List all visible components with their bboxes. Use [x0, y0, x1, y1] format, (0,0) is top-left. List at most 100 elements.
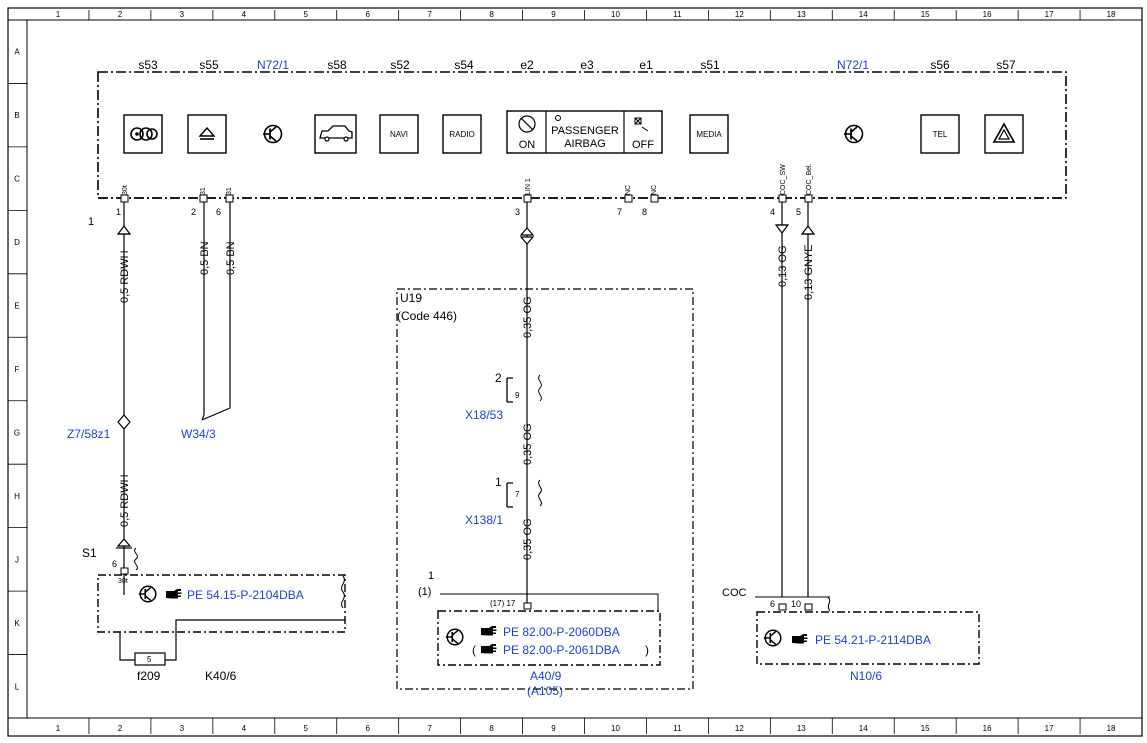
- coc-pin-6: 6: [770, 599, 775, 609]
- grid-row-label: K: [14, 619, 20, 628]
- pin-label-31b: 31: [226, 187, 233, 195]
- connector-x18-53: 2 9 X18/53: [465, 371, 542, 422]
- grid-col-label: 13: [797, 724, 806, 733]
- eject-icon: [198, 126, 216, 137]
- grid-row-label: D: [14, 238, 20, 247]
- f209-label: f209: [137, 669, 161, 683]
- label-e3: e3: [580, 58, 594, 72]
- pin-label-31a: 31: [200, 187, 207, 195]
- s1-pin: 6: [112, 559, 117, 569]
- hazard-button: [984, 114, 1024, 154]
- grid-col-label: 2: [118, 724, 123, 733]
- wire-label-og-2: 0,35 OG: [522, 423, 534, 465]
- grid-col-label: 13: [797, 10, 806, 19]
- grid-col-label: 5: [304, 724, 309, 733]
- connector-mark: 1: [88, 216, 94, 228]
- grid-row-label: B: [14, 111, 19, 120]
- a40-9-module: 1 (1) (17) 17 PE 82.00-P-2060DBA ( PE 82…: [418, 570, 661, 698]
- u19-box: U19 (Code 446): [396, 288, 694, 690]
- grid-col-label: 16: [983, 10, 992, 19]
- connector-symbols: [116, 224, 816, 549]
- pin-number-8: 8: [642, 207, 647, 217]
- pin-number-1: 1: [116, 207, 121, 217]
- wire-label-og-3: 0,35 OG: [522, 518, 534, 560]
- grid-col-label: 11: [673, 10, 682, 19]
- grid-col-label: 4: [242, 724, 247, 733]
- pin-number-4: 4: [770, 207, 775, 217]
- grid-col-label: 17: [1045, 724, 1054, 733]
- x138-pin: 7: [515, 490, 520, 499]
- x138-1-label: X138/1: [465, 513, 503, 527]
- grid-col-label: 10: [611, 724, 620, 733]
- grid-row-label: H: [14, 492, 20, 501]
- k40-6-module: S1 6 30t PE 54.15-P-2104DBA 5 f209 K40/6: [82, 546, 346, 683]
- reference-pointer-icon: [481, 644, 497, 654]
- tel-button: TEL: [920, 114, 960, 154]
- car-icon: [319, 125, 353, 139]
- indicator-lamp-icon: [555, 115, 561, 121]
- connector-x138-1: 1 7 X138/1: [465, 475, 542, 527]
- pin-number-7: 7: [617, 207, 622, 217]
- cd-button: [123, 114, 163, 154]
- label-s53: s53: [138, 58, 158, 72]
- radio-label: RADIO: [449, 130, 474, 139]
- grid-col-label: 14: [859, 10, 868, 19]
- a40-pin: (17) 17: [490, 599, 516, 608]
- airbag-off-icon: [634, 117, 649, 132]
- label-s58: s58: [327, 58, 347, 72]
- pin-number-2: 2: [191, 207, 196, 217]
- grid-col-label: 10: [611, 10, 620, 19]
- wire-label-bn-2: 0,5 BN: [225, 241, 237, 275]
- z7-58z1-label: Z7/58z1: [67, 427, 111, 441]
- label-s57: s57: [996, 58, 1016, 72]
- transistor-icon: [843, 124, 864, 144]
- grid-row-label: E: [14, 302, 19, 311]
- label-n72-1-right: N72/1: [837, 58, 869, 72]
- a40-ref-2: PE 82.00-P-2061DBA: [503, 643, 620, 657]
- airbag-on-label: ON: [519, 139, 536, 151]
- label-e1: e1: [639, 58, 653, 72]
- grid-col-label: 11: [673, 724, 682, 733]
- wire-lines: [123, 202, 809, 605]
- grid-row-label: C: [14, 175, 20, 184]
- x18-53-label: X18/53: [465, 408, 503, 422]
- label-n72-1-left: N72/1: [257, 58, 289, 72]
- navi-button: NAVI: [379, 114, 419, 154]
- control-panel-n72-1: s53 s55 N72/1 s58 s52 s54 e2 e3 e1 s51 N…: [88, 58, 1067, 228]
- transistor-icon: [763, 629, 782, 647]
- label-s51: s51: [700, 58, 720, 72]
- transistor-icon: [138, 585, 157, 603]
- n10-6-module: COC 6 10 PE 54.21-P-2114DBA N10/6: [722, 587, 980, 683]
- grid-col-label: 18: [1107, 10, 1116, 19]
- grid-col-label: 14: [859, 724, 868, 733]
- pin-markers: [120, 194, 813, 203]
- wire-label-og-013: 0,13 OG: [777, 245, 789, 287]
- fuse-number: 5: [147, 655, 152, 664]
- wire-label-rdwh-2: 0,5 RDWH: [119, 474, 131, 527]
- wire-label-og-1: 0,35 OG: [522, 296, 534, 338]
- k40-6-label: K40/6: [205, 669, 237, 683]
- reference-pointer-icon: [481, 626, 497, 636]
- airbag-label: AIRBAG: [564, 138, 606, 150]
- grid-col-label: 15: [921, 724, 930, 733]
- a105-label: (A105): [527, 684, 563, 698]
- pin-label-nc2: NC: [651, 185, 658, 195]
- tel-label: TEL: [933, 130, 948, 139]
- grid-col-label: 9: [551, 10, 556, 19]
- airbag-button-group: ON PASSENGER AIRBAG OFF: [506, 110, 663, 154]
- s1-pin-label: 30t: [118, 578, 128, 585]
- label-s52: s52: [390, 58, 410, 72]
- grid-col-label: 1: [56, 10, 61, 19]
- grid-col-label: 4: [242, 10, 247, 19]
- u19-code: (Code 446): [397, 309, 457, 323]
- grid-row-label: G: [14, 428, 20, 437]
- a40-9-label: A40/9: [530, 669, 562, 683]
- wire-label-bn-1: 0,5 BN: [199, 241, 211, 275]
- grid-row-label: A: [14, 48, 20, 57]
- label-e2: e2: [520, 58, 534, 72]
- grid-col-label: 16: [983, 724, 992, 733]
- grid-col-label: 3: [180, 724, 185, 733]
- a40-mark-2: (1): [418, 586, 431, 598]
